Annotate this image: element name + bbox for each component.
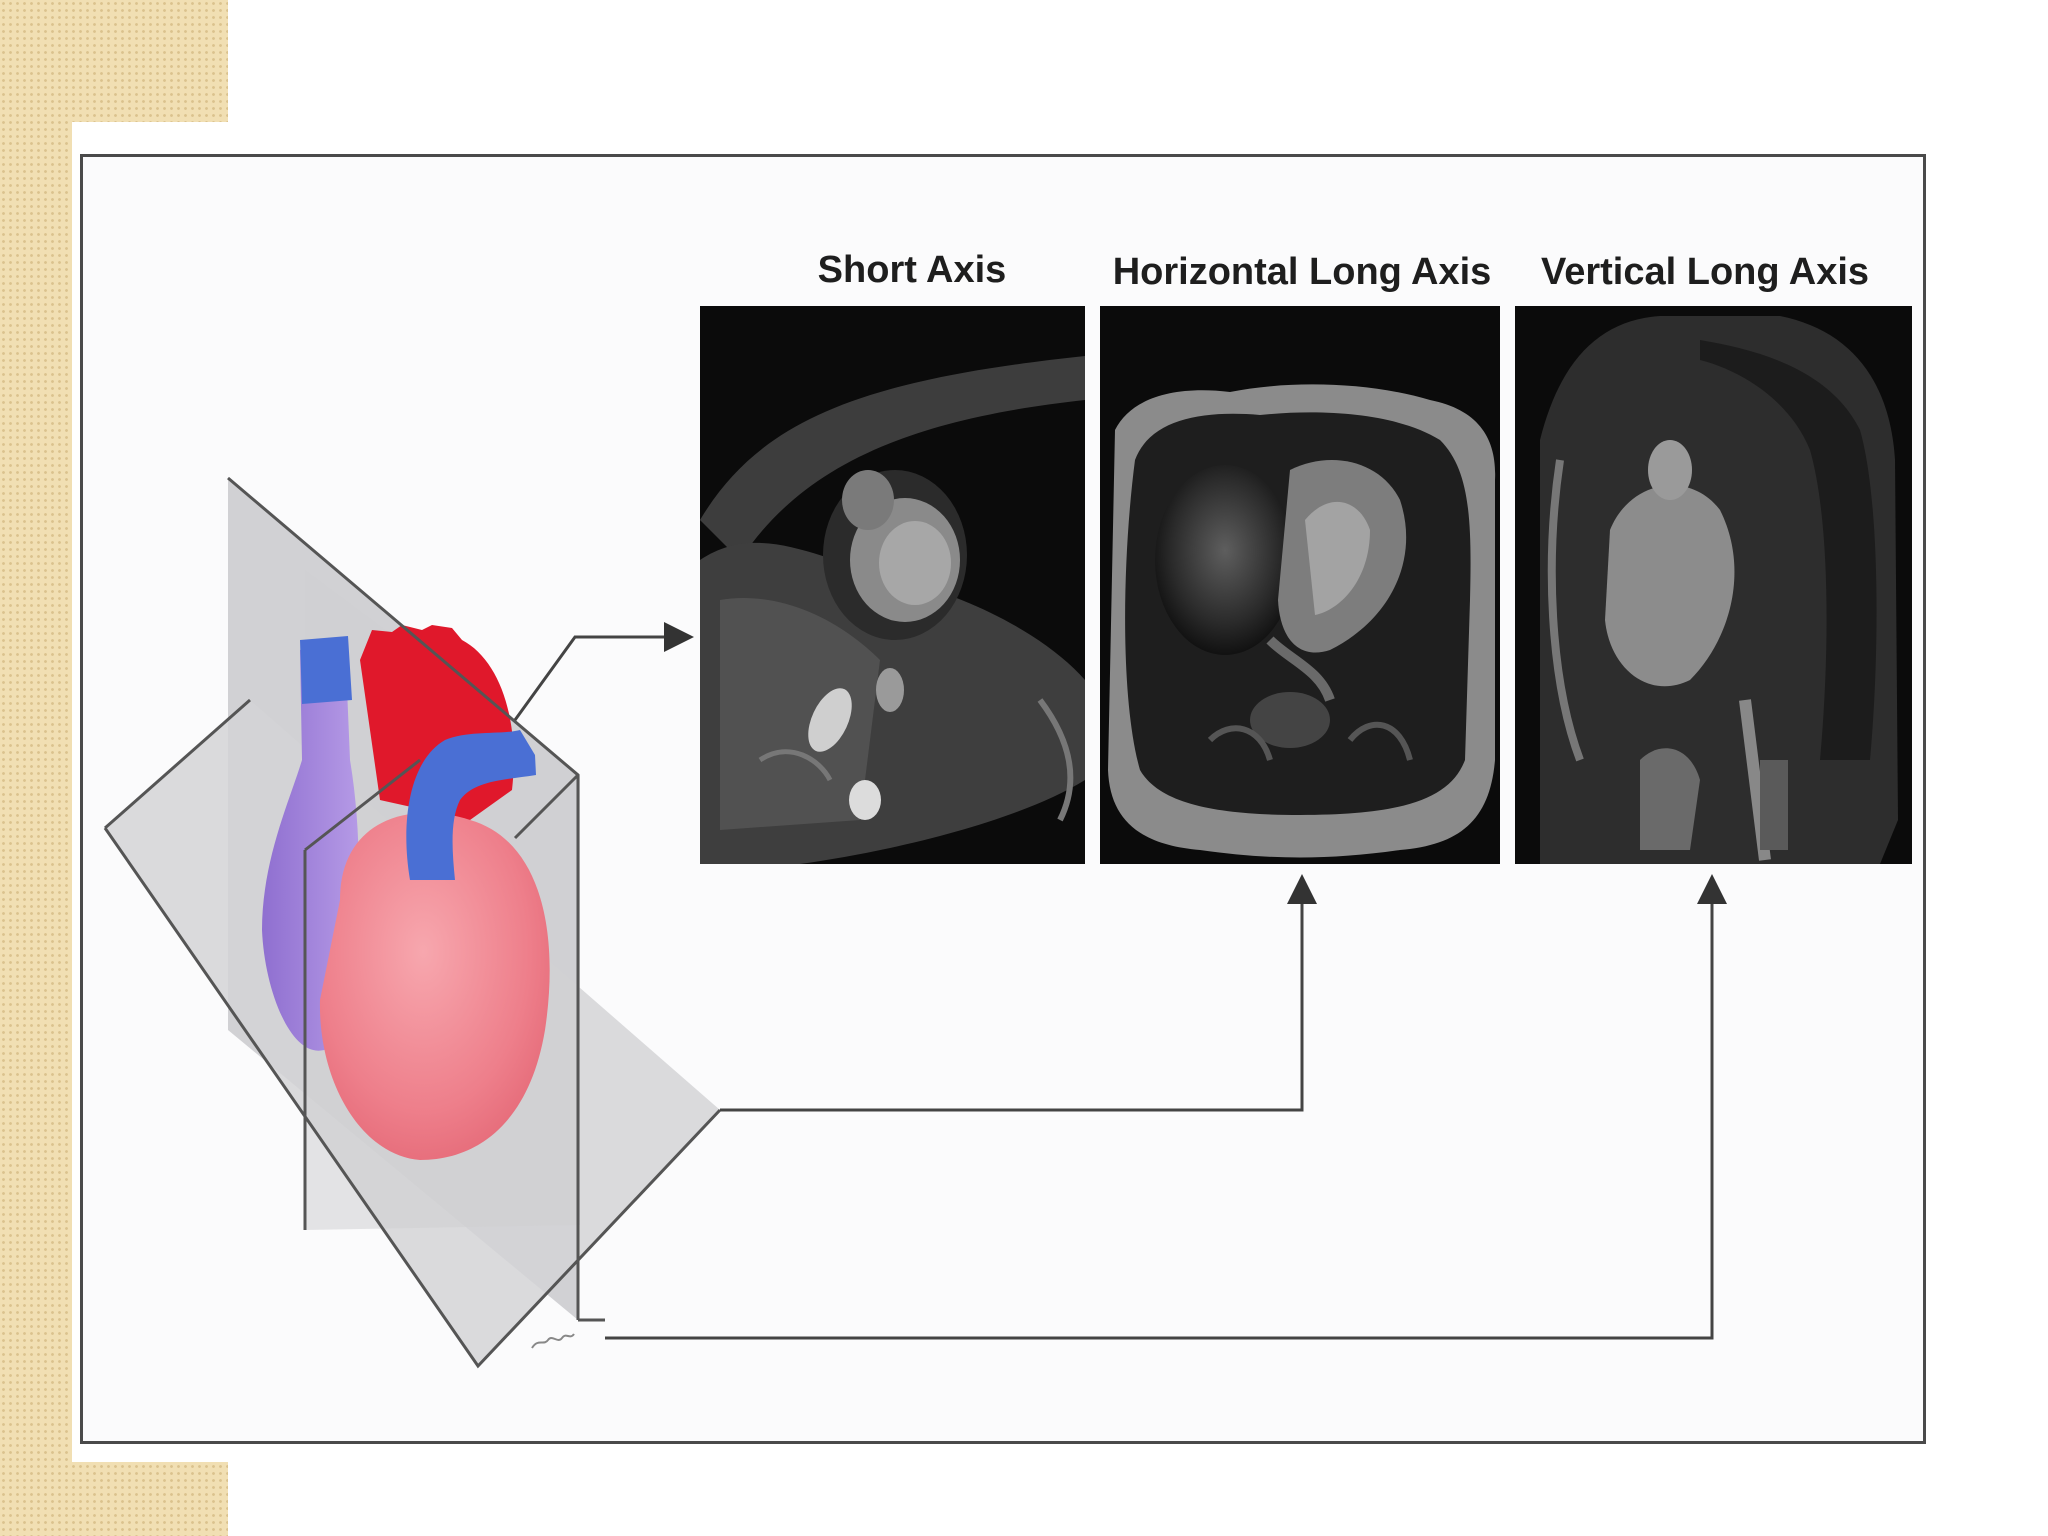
heart-illustration	[103, 476, 722, 1369]
horizontal-long-axis-title: Horizontal Long Axis	[1113, 251, 1492, 293]
connector-lines	[513, 622, 1727, 1340]
arrow-short-axis	[513, 622, 694, 721]
arrow-horizontal-long-axis	[720, 874, 1317, 1112]
vertical-long-axis-title: Vertical Long Axis	[1541, 251, 1869, 293]
superior-vena-cava	[300, 636, 352, 704]
artist-signature	[531, 1333, 575, 1349]
ventricle	[319, 812, 550, 1160]
arrow-vertical-long-axis	[605, 874, 1727, 1340]
mri-short-axis-image	[700, 306, 1085, 864]
short-axis-title: Short Axis	[818, 249, 1007, 291]
mri-vertical-long-axis-image	[1515, 306, 1912, 864]
pulmonary-artery	[406, 730, 536, 880]
mri-horizontal-long-axis-image	[1100, 306, 1500, 864]
